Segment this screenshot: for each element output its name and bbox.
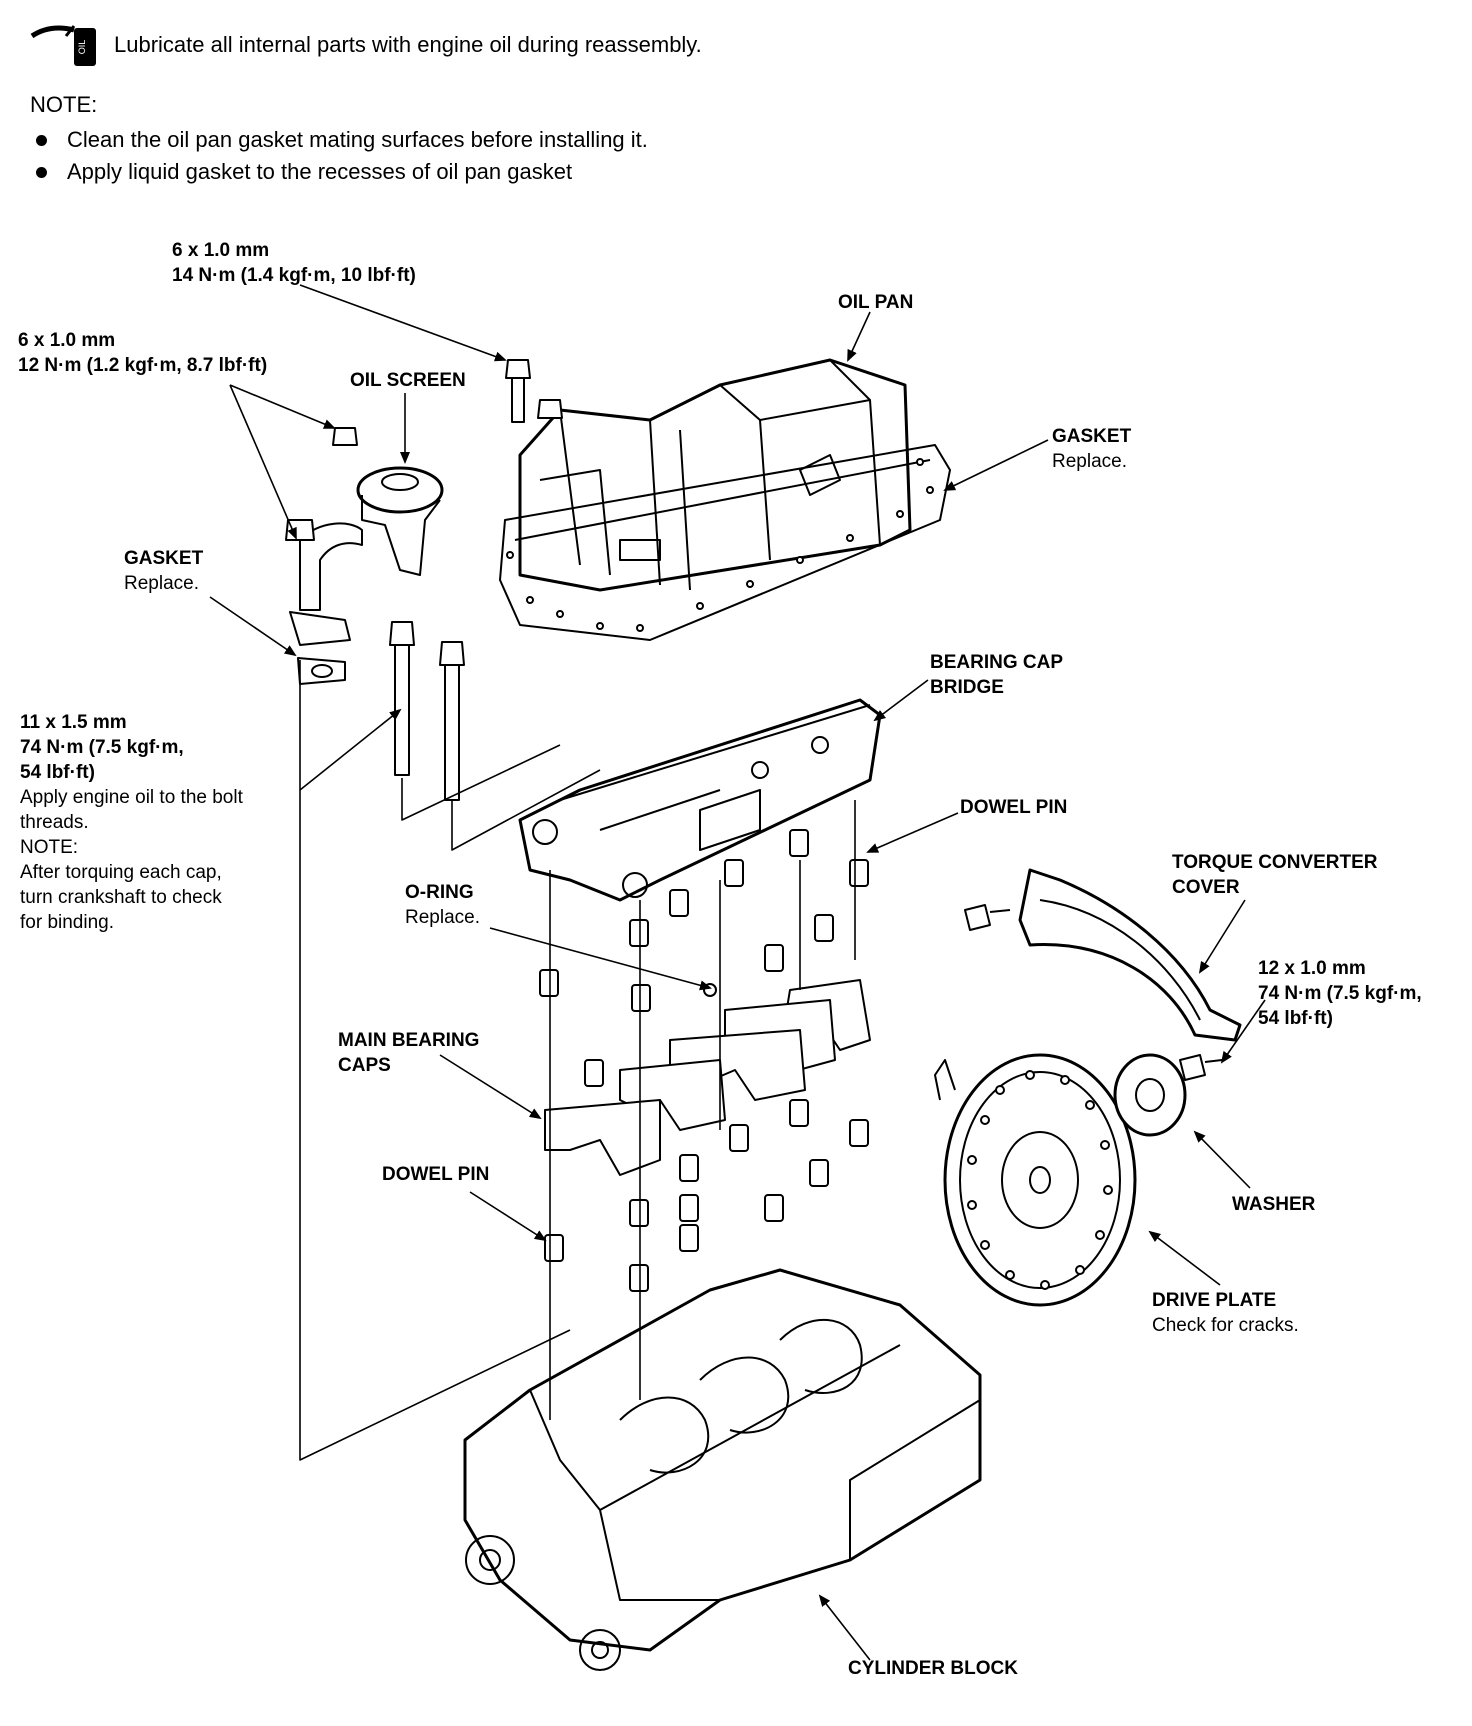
note-item: Apply liquid gasket to the recesses of o… — [30, 156, 1030, 188]
header: OIL Lubricate all internal parts with en… — [30, 22, 1030, 188]
note-list: Clean the oil pan gasket mating surfaces… — [30, 124, 1030, 188]
washer-drawing — [1113, 1053, 1223, 1137]
bolt-top-label: 6 x 1.0 mm 14 N·m (1.4 kgf·m, 10 lbf·ft) — [172, 240, 416, 286]
cylinder-block-drawing — [463, 1268, 982, 1671]
bearing-cap-bridge-drawing — [518, 698, 882, 902]
oil-pan-bolts — [505, 359, 563, 423]
main-bearing-caps-label: MAIN BEARING CAPS — [338, 1030, 480, 1076]
dowel-pin-lower-label: DOWEL PIN — [382, 1164, 490, 1185]
torque-converter-cover-label: TORQUE CONVERTER COVER — [1172, 852, 1378, 898]
main-bearing-caps-drawing — [544, 979, 871, 1176]
oil-icon-label: OIL — [77, 40, 87, 55]
gasket-screen-label: GASKET Replace. — [124, 548, 204, 594]
gasket-pan-label: GASKET Replace. — [1052, 426, 1132, 472]
drive-plate-label: DRIVE PLATE Check for cracks. — [1152, 1290, 1299, 1336]
dowel-pin-upper-label: DOWEL PIN — [960, 797, 1068, 818]
main-bearing-bolts — [389, 621, 465, 801]
washer-label: WASHER — [1232, 1194, 1316, 1215]
cylinder-block-label: CYLINDER BLOCK — [848, 1658, 1018, 1679]
note-item: Clean the oil pan gasket mating surfaces… — [30, 124, 1030, 156]
oil-instruction: OIL Lubricate all internal parts with en… — [30, 22, 1030, 68]
oil-instruction-text: Lubricate all internal parts with engine… — [114, 32, 702, 57]
torque-converter-cover-drawing — [964, 868, 1242, 1042]
bolt-screen-label: 6 x 1.0 mm 12 N·m (1.2 kgf·m, 8.7 lbf·ft… — [18, 330, 268, 376]
drive-plate-bolt-label: 12 x 1.0 mm 74 N·m (7.5 kgf·m, 54 lbf·ft… — [1258, 958, 1422, 1029]
drive-plate-drawing — [934, 1053, 1137, 1307]
dowel-pins-upper — [629, 829, 869, 972]
oil-screen-drawing — [285, 427, 444, 685]
oil-pan-label: OIL PAN — [838, 292, 914, 313]
o-ring-label: O-RING Replace. — [405, 882, 480, 928]
bullet-icon — [36, 166, 47, 178]
oil-pan-drawing — [499, 358, 951, 641]
oil-can-icon: OIL — [30, 25, 96, 66]
bearing-cap-bridge-label: BEARING CAP BRIDGE — [930, 652, 1064, 698]
note-title: NOTE: — [30, 92, 98, 117]
leader-lines — [209, 284, 1266, 1661]
bullet-icon — [36, 134, 47, 146]
main-bolt-label: 11 x 1.5 mm 74 N·m (7.5 kgf·m, 54 lbf·ft… — [20, 712, 243, 933]
oil-screen-label: OIL SCREEN — [350, 370, 466, 391]
